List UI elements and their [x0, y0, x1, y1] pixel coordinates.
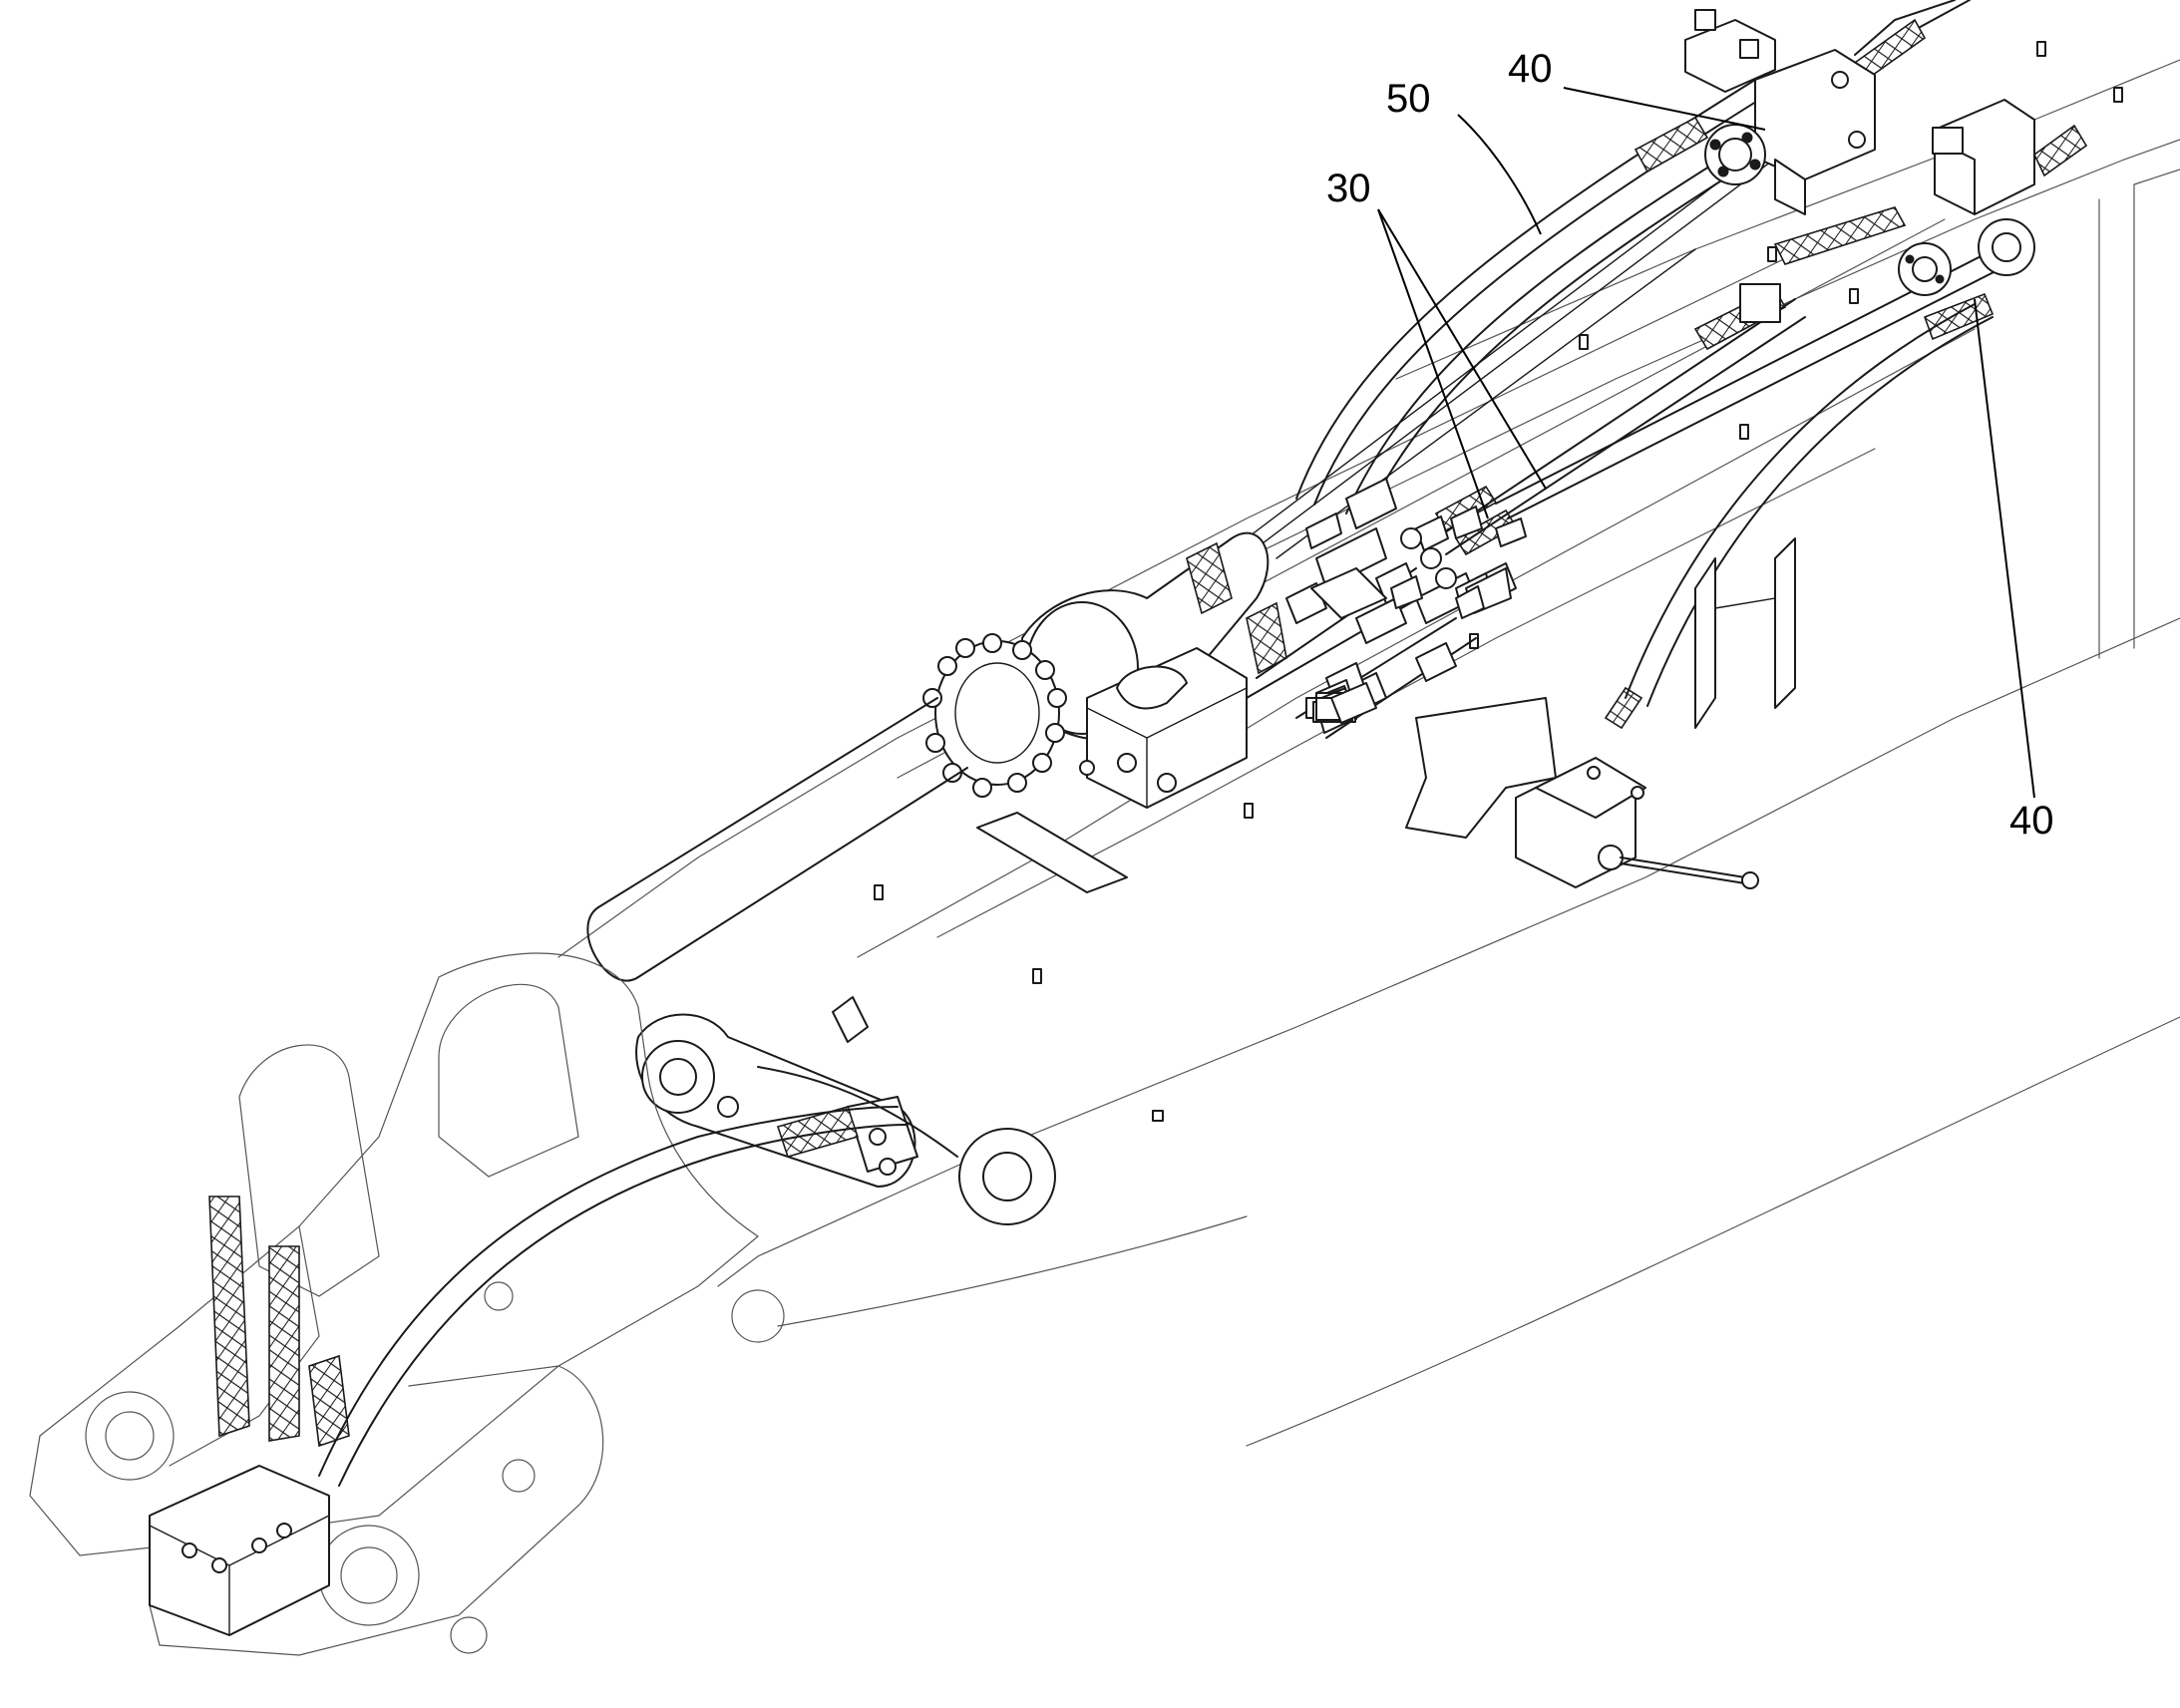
clamp-block-right [1739, 99, 2035, 323]
leader-lines [1377, 87, 2035, 799]
bucket-hoses [208, 1106, 908, 1487]
flange-bolts [922, 633, 1067, 798]
boom-studs [874, 41, 2123, 1122]
clamp-block-top [1684, 9, 1876, 215]
boom-plates [832, 567, 1387, 1043]
reference-labels: 40 50 30 40 [1326, 47, 2054, 843]
bottom-block [149, 1465, 330, 1636]
link-assembly [635, 1013, 1056, 1225]
brackets-right [1694, 537, 1796, 729]
label-40-right: 40 [2009, 799, 2054, 843]
valve-block-center [1079, 647, 1248, 809]
hydraulic-cylinder [586, 531, 1287, 982]
lever-valve [1405, 697, 1759, 889]
label-30: 30 [1326, 167, 1371, 210]
label-40-top: 40 [1508, 47, 1553, 91]
label-50: 50 [1386, 77, 1431, 121]
